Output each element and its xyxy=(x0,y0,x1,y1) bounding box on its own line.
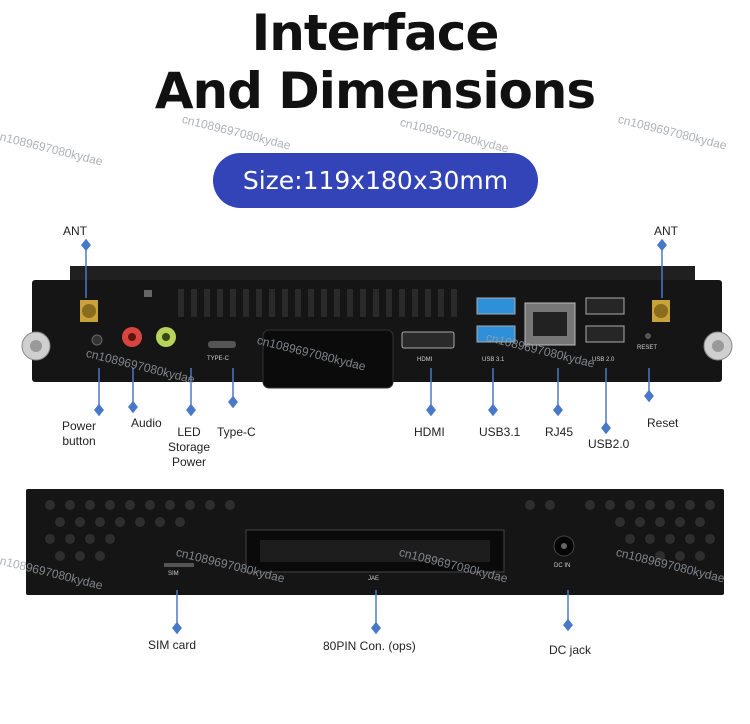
page-title-line1: Interface xyxy=(251,4,500,62)
silk-sim: SIM xyxy=(168,571,179,577)
usb20-port-bottom-icon xyxy=(585,325,625,343)
label-led: LED Storage Power xyxy=(167,425,211,469)
rear-vent-left xyxy=(45,500,235,561)
page-title-line2: And Dimensions xyxy=(154,62,596,120)
usb31-port-top-icon xyxy=(476,297,516,315)
silk-usb31: USB 3.1 xyxy=(482,357,505,363)
label-sim-card: SIM card xyxy=(148,638,197,652)
rear-vent-right xyxy=(525,500,715,561)
vent-grille xyxy=(178,289,457,317)
type-c-port-icon xyxy=(208,341,236,348)
label-usb20: USB2.0 xyxy=(588,437,630,451)
silk-type-c: TYPE-C xyxy=(207,356,230,362)
label-80pin: 80PIN Con. (ops) xyxy=(323,639,416,653)
silk-usb20: USB 2.0 xyxy=(592,357,615,363)
label-hdmi: HDMI xyxy=(414,425,445,439)
label-type-c: Type-C xyxy=(217,425,256,439)
hdmi-port-icon xyxy=(401,331,455,349)
sim-slot-icon xyxy=(164,563,194,567)
power-button-icon xyxy=(91,334,103,346)
silk-dc: DC IN xyxy=(554,563,570,569)
label-audio: Audio xyxy=(131,416,162,430)
silk-jae: JAE xyxy=(368,576,379,582)
reset-pinhole-icon xyxy=(645,333,651,339)
callout-arrows xyxy=(81,238,667,635)
usb31-port-bottom-icon xyxy=(476,325,516,343)
label-usb31: USB3.1 xyxy=(479,425,521,439)
label-ant-left: ANT xyxy=(63,224,87,238)
label-reset: Reset xyxy=(647,416,679,430)
label-ant-right: ANT xyxy=(654,224,678,238)
usb20-port-top-icon xyxy=(585,297,625,315)
label-dc-jack: DC jack xyxy=(549,643,592,657)
front-top-rail xyxy=(70,266,695,284)
label-power-button: Power button xyxy=(61,419,96,448)
handle xyxy=(262,329,394,389)
size-badge: Size:119x180x30mm xyxy=(213,153,538,208)
silk-reset: RESET xyxy=(637,345,657,351)
label-rj45: RJ45 xyxy=(545,425,574,439)
silk-hdmi: HDMI xyxy=(417,357,433,363)
lock-icon xyxy=(144,290,152,297)
